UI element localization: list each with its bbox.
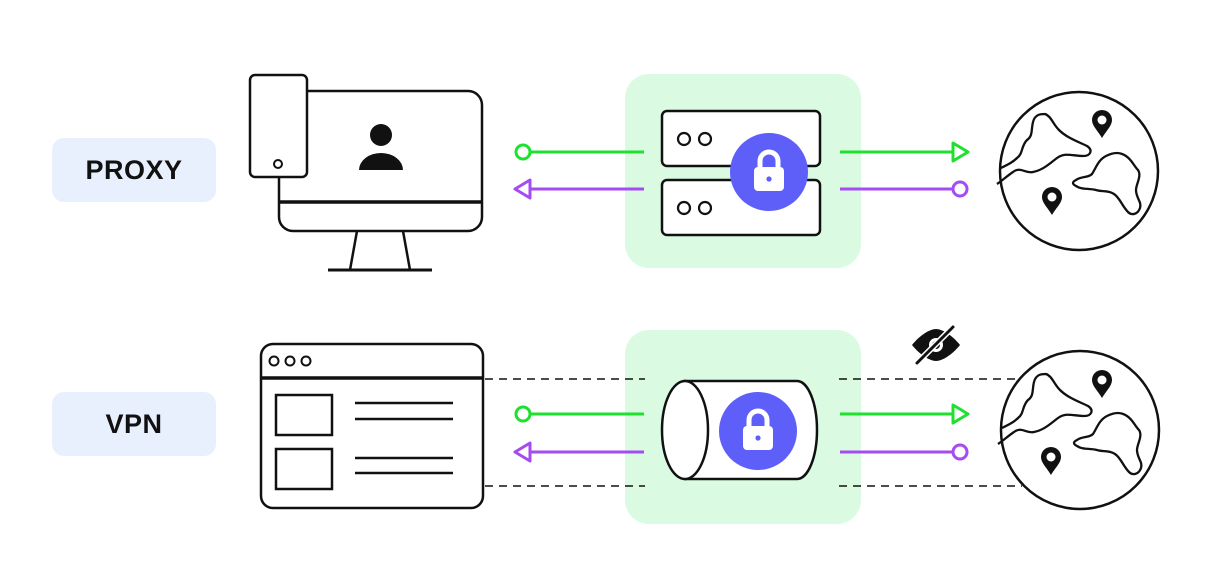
proxy-label: PROXY	[52, 138, 216, 202]
desktop-icon	[277, 89, 484, 272]
browser-window-icon	[259, 342, 485, 510]
eye-slash-icon	[912, 324, 960, 366]
vpn-outgoing-arrow-left	[514, 405, 644, 423]
proxy-globe-icon	[996, 90, 1160, 252]
proxy-incoming-arrow-left	[513, 178, 644, 200]
vpn-lock-icon	[719, 392, 797, 470]
vpn-outgoing-arrow-right	[840, 403, 970, 425]
vpn-tunnel-dashed-lines	[485, 378, 1022, 487]
proxy-lock-icon	[730, 133, 808, 211]
phone-icon	[248, 73, 309, 179]
proxy-outgoing-arrow-right	[840, 141, 970, 163]
vpn-globe-icon	[997, 349, 1161, 511]
proxy-outgoing-arrow-left	[514, 143, 644, 161]
user-icon	[359, 124, 403, 170]
proxy-incoming-arrow-right	[840, 180, 969, 198]
vpn-incoming-arrow-left	[513, 441, 644, 463]
vpn-label: VPN	[52, 392, 216, 456]
vpn-incoming-arrow-right	[840, 443, 969, 461]
